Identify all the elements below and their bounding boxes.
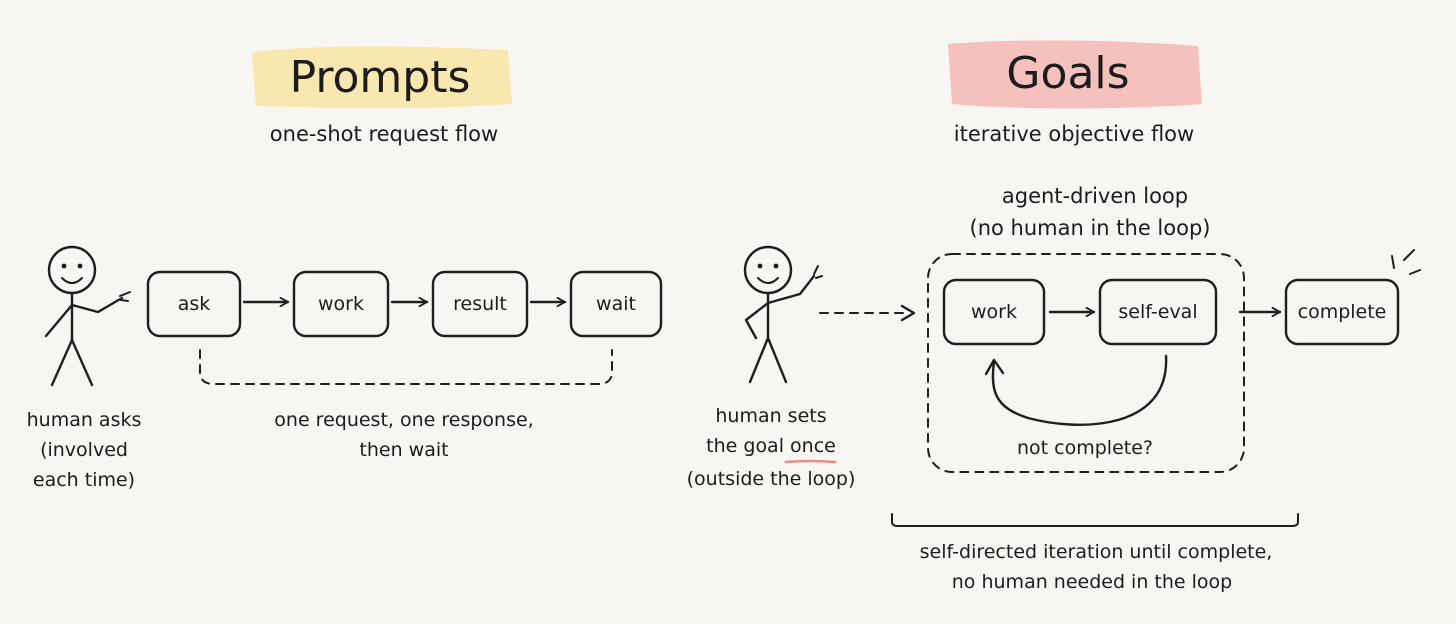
raised-arm [766,274,816,305]
eye [757,263,763,269]
brace-caption-line: no human needed in the loop [952,571,1232,593]
feedback-arrow-head [984,358,1005,376]
step-box [146,270,242,338]
human-sets-caption-line: (outside the loop) [687,468,856,490]
feedback-label: not complete? [1017,437,1153,459]
loop-title-line: agent-driven loop [1002,184,1188,208]
step-box [1098,278,1218,346]
iteration-brace [891,513,1299,527]
goals-subtitle: iterative objective flow [954,122,1194,146]
human-sets-caption-line: the goal once [706,435,836,457]
smile [61,277,83,284]
one-shot-caption-line: one request, one response, [274,409,533,431]
eye [61,263,67,269]
human-asks-caption-line: each time) [33,469,135,491]
goals-title: Goals [1006,48,1129,99]
human-sets-goal-figure [743,245,823,384]
loop-title-line: (no human in the loop) [970,216,1211,240]
human-asks-caption-line: (involved [40,439,128,461]
human-asks-figure [44,245,131,387]
goals-title-highlight [948,40,1202,109]
prompts-subtitle: one-shot request flow [270,122,498,146]
eye [773,263,779,269]
step-box [569,270,663,338]
smile [757,277,779,284]
once-underline [784,459,837,464]
complete-result: complete [1284,278,1400,346]
result-box [1284,278,1400,346]
legs [748,336,788,384]
head [47,245,97,295]
goals-section: Goals iterative objective flow agent-dri… [687,40,1421,593]
one-shot-bracket [199,349,613,385]
pointing-arm [70,296,124,314]
dashed-arrow-head [900,304,916,322]
head [743,245,793,295]
step-work: work [292,270,390,338]
brace-caption-line: self-directed iteration until complete, [920,541,1273,563]
feedback-loop-arrow [991,354,1168,426]
step-label: result [453,293,507,315]
step-box [942,278,1046,346]
step-label: self-eval [1118,301,1197,323]
result-label: complete [1298,301,1387,323]
sparkle-icon [1391,249,1421,275]
hand-on-hip-arm [744,301,770,340]
step-box [431,270,529,338]
step-ask: ask [146,270,242,338]
legs [50,338,94,387]
step-label: ask [178,293,211,315]
agent-loop-container [927,253,1245,473]
step-wait: wait [569,270,663,338]
eye [77,263,83,269]
loop-step-self-eval: self-eval [1098,278,1218,346]
prompts-title: Prompts [290,52,471,103]
loop-step-work: work [942,278,1046,346]
prompts-title-highlight [252,46,512,108]
raised-finger [813,265,823,279]
step-label: wait [596,293,636,315]
human-asks-caption-line: human asks [27,409,142,431]
step-result: result [431,270,529,338]
step-label: work [318,293,364,315]
prompts-section: Prompts one-shot request flow human asks… [27,46,663,491]
step-label: work [971,301,1017,323]
pointing-finger [119,291,131,302]
left-arm [44,303,74,338]
step-box [292,270,390,338]
human-sets-caption-line: human sets [715,405,826,427]
one-shot-caption-line: then wait [359,439,448,461]
